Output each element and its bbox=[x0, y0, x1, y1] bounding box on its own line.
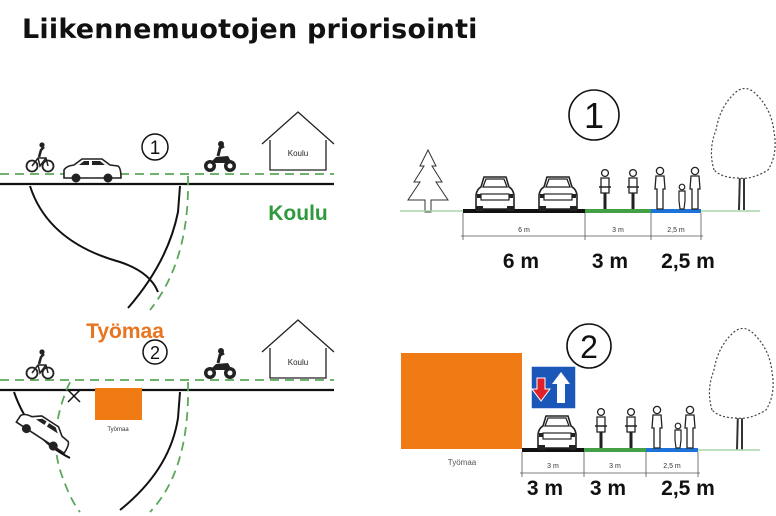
dimension-label: 3 m bbox=[527, 477, 563, 500]
construction-label: Työmaa bbox=[86, 320, 164, 343]
school-label: Koulu bbox=[268, 202, 327, 225]
bicycle-icon bbox=[25, 141, 55, 173]
construction-site-block bbox=[95, 388, 142, 420]
scenario-number: 2 bbox=[580, 329, 598, 365]
house-label: Koulu bbox=[288, 358, 308, 367]
pedestrian-icon bbox=[624, 407, 638, 449]
scenario-number: 2 bbox=[150, 343, 160, 363]
construction-site-block bbox=[401, 353, 522, 449]
car-icon bbox=[538, 176, 578, 212]
plan-scenario-1: Koulu 1 Koulu bbox=[0, 111, 335, 311]
car-icon bbox=[475, 176, 515, 212]
site-label: Työmaa bbox=[107, 427, 129, 433]
school-house-icon: Koulu bbox=[261, 111, 335, 171]
dimension-small: 6 m bbox=[518, 227, 530, 234]
dimension-small: 2,5 m bbox=[663, 463, 681, 470]
pedestrian-icon bbox=[598, 168, 612, 210]
scenario-number: 1 bbox=[584, 95, 604, 136]
dimension-small: 3 m bbox=[612, 227, 624, 234]
tree-icon bbox=[407, 149, 449, 213]
dimension-label: 2,5 m bbox=[661, 250, 715, 273]
dimension-label: 2,5 m bbox=[661, 477, 715, 500]
tree-icon bbox=[708, 327, 775, 451]
bicycle-icon bbox=[25, 348, 55, 380]
pedestrian-icon bbox=[594, 407, 608, 449]
motorcycle-icon bbox=[202, 139, 238, 174]
motorcycle-icon bbox=[202, 346, 238, 381]
pedestrian-icon bbox=[684, 405, 696, 449]
pedestrian-icon bbox=[674, 422, 682, 449]
site-label: Työmaa bbox=[448, 458, 477, 467]
cross-section-1: 6 m 3 m 2,5 m 6 m 3 m 2,5 m 1 bbox=[400, 87, 776, 273]
dimension-label: 6 m bbox=[503, 250, 539, 273]
car-icon bbox=[537, 415, 577, 451]
car-icon bbox=[63, 158, 122, 184]
page-title: Liikennemuotojen priorisointi bbox=[22, 14, 478, 45]
scenario-number: 1 bbox=[150, 138, 161, 159]
house-label: Koulu bbox=[288, 149, 308, 158]
dimension-label: 3 m bbox=[592, 250, 628, 273]
pedestrian-icon bbox=[678, 183, 686, 210]
dimension-small: 3 m bbox=[609, 463, 621, 470]
school-house-icon: Koulu bbox=[261, 319, 335, 379]
dimension-small: 2,5 m bbox=[667, 227, 685, 234]
pedestrian-icon bbox=[626, 168, 640, 210]
pedestrian-icon bbox=[651, 405, 663, 449]
pedestrian-icon bbox=[689, 166, 701, 210]
pedestrian-icon bbox=[654, 166, 666, 210]
cross-section-2: 2 Työmaa 3 m 3 m bbox=[401, 323, 775, 500]
tree-icon bbox=[710, 87, 776, 211]
priority-sign-icon bbox=[530, 365, 577, 410]
plan-scenario-2: Työmaa 2 Koulu Työmaa bbox=[0, 319, 335, 513]
dimension-small: 3 m bbox=[547, 463, 559, 470]
dimension-label: 3 m bbox=[590, 477, 626, 500]
